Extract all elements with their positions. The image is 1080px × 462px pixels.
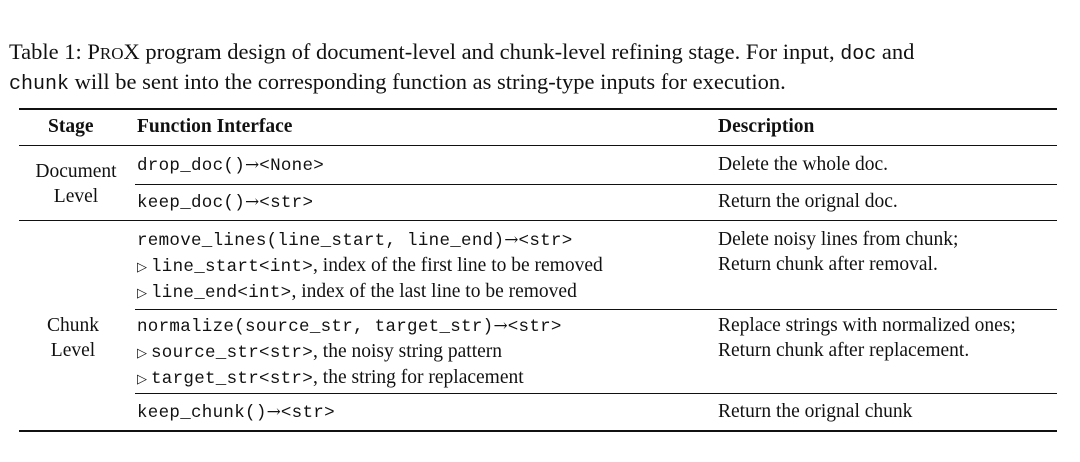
caption-text-2: and [876, 39, 915, 64]
param-line-end: ▷line_end<int>, index of the last line t… [137, 281, 577, 303]
desc-remove-lines: Delete noisy lines from chunk; Return ch… [718, 229, 959, 275]
header-description: Description [718, 116, 815, 137]
stage-document-level: Document Level [35, 161, 117, 207]
triangle-icon: ▷ [137, 372, 147, 387]
header-function-interface: Function Interface [137, 116, 293, 137]
func-remove-lines: remove_lines(line_start, line_end)→<str>… [137, 228, 603, 307]
desc-normalize: Replace strings with normalized ones; Re… [718, 315, 1016, 361]
triangle-icon: ▷ [137, 259, 147, 275]
section-rule [19, 220, 1057, 221]
stage-chunk-level: Chunk Level [46, 315, 99, 361]
caption-text-1: program design of document-level and chu… [139, 39, 841, 64]
func-drop-doc: drop_doc()→<None> [137, 155, 325, 176]
func-keep-chunk: keep_chunk()→<str> [137, 402, 335, 423]
triangle-icon: ▷ [137, 286, 147, 301]
param-source-str: ▷source_str<str>, the noisy string patte… [137, 340, 503, 363]
table-bottom-rule [19, 430, 1057, 432]
chunk-row-separator-2 [135, 393, 1057, 394]
param-target-str: ▷target_str<str>, the string for replace… [137, 367, 524, 389]
header-stage: Stage [48, 116, 94, 137]
caption-code-doc: doc [840, 43, 877, 66]
param-line-start: ▷line_start<int>, index of the first lin… [137, 254, 603, 277]
table-top-rule [19, 108, 1057, 110]
triangle-icon: ▷ [137, 345, 147, 361]
func-normalize: normalize(source_str, target_str)→<str> … [137, 314, 562, 393]
desc-keep-chunk: Return the orignal chunk [718, 401, 913, 422]
header-rule [19, 145, 1057, 146]
document-row-separator [135, 184, 1057, 185]
table-caption: Table 1: PROX program design of document… [9, 38, 1079, 98]
prox-name: PROX [87, 39, 140, 64]
caption-label: Table 1: [9, 39, 82, 64]
desc-drop-doc: Delete the whole doc. [718, 154, 889, 175]
chunk-row-separator-1 [135, 309, 1057, 310]
func-keep-doc: keep_doc()→<str> [137, 192, 314, 213]
desc-keep-doc: Return the orignal doc. [718, 191, 898, 212]
caption-code-chunk: chunk [9, 73, 70, 96]
caption-text-3: will be sent into the corresponding func… [69, 69, 786, 94]
